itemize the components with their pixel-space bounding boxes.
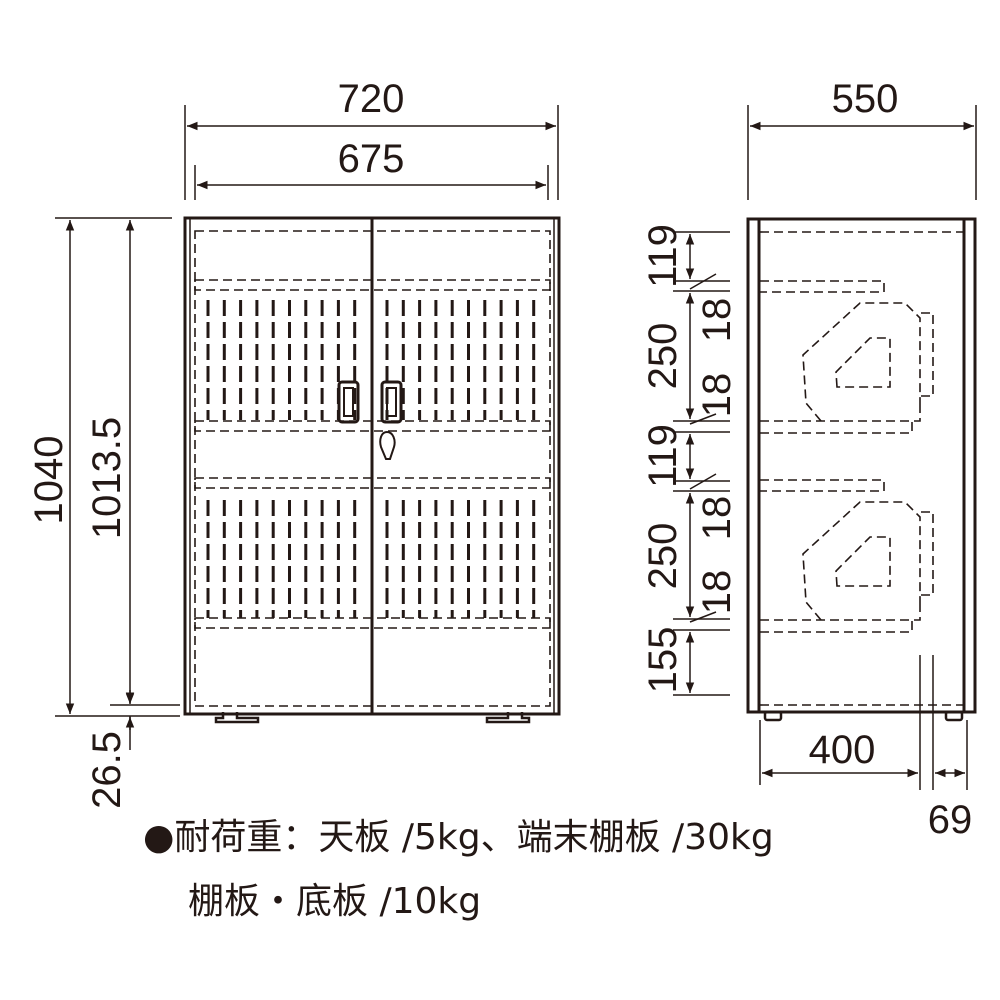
terminal-holder-bracket	[802, 302, 921, 422]
leveling-foot-right	[485, 712, 531, 724]
dim-chain-119-top: 119	[641, 224, 685, 288]
leveling-foot-back	[944, 710, 964, 722]
terminal-holder-lip	[921, 511, 934, 596]
terminal-holder-bracket	[802, 501, 921, 621]
leader-line	[689, 413, 717, 425]
dim-shelf-thickness-18: 18	[695, 496, 739, 541]
dim-height-1013-5: 1013.5	[85, 417, 129, 539]
dim-width-675: 675	[338, 137, 405, 181]
terminal-holder-cutout	[835, 337, 891, 388]
hidden-shelf-side	[760, 280, 885, 293]
load-capacity-note-line2: 棚板・底板 /10kg	[188, 881, 482, 922]
side-view	[746, 217, 977, 722]
dim-chain-250-upper: 250	[641, 323, 685, 390]
dim-shelf-thickness-18: 18	[695, 298, 739, 343]
dim-width-720: 720	[338, 77, 405, 121]
terminal-holder-lip	[921, 312, 934, 397]
hidden-interior-outline	[194, 230, 551, 707]
leader-line	[689, 611, 717, 623]
dim-depth-550: 550	[832, 77, 899, 121]
dim-shelf-thickness-18: 18	[695, 373, 739, 418]
hidden-shelf-side	[760, 404, 921, 434]
front-view	[183, 216, 561, 724]
dim-chain-155: 155	[641, 627, 685, 694]
dim-back-offset-69: 69	[928, 798, 973, 842]
cabinet-side-outline	[746, 217, 977, 714]
dim-chain-119-mid: 119	[641, 424, 685, 488]
keyhole-icon	[379, 430, 396, 460]
load-capacity-note-line1: ●耐荷重：天板 /5kg、端末棚板 /30kg	[143, 817, 774, 858]
hidden-shelf-side	[760, 603, 921, 633]
door-handle-right-recess	[386, 387, 397, 417]
dim-chain-250-lower: 250	[641, 523, 685, 590]
leader-line	[689, 273, 717, 290]
dimension-lines	[55, 105, 977, 790]
terminal-holder-cutout	[835, 536, 891, 587]
leveling-foot-left	[214, 712, 260, 724]
door-handle-left	[337, 380, 360, 424]
dim-height-1040: 1040	[27, 436, 71, 525]
dim-adjuster-26-5: 26.5	[85, 731, 129, 809]
door-handle-left-recess	[343, 387, 354, 417]
dim-inner-depth-400: 400	[809, 728, 876, 772]
leveling-foot-front	[763, 710, 783, 722]
hidden-shelf-side	[760, 479, 885, 492]
door-handle-right	[380, 380, 403, 424]
leader-line	[689, 473, 717, 490]
dim-shelf-thickness-18: 18	[695, 570, 739, 615]
